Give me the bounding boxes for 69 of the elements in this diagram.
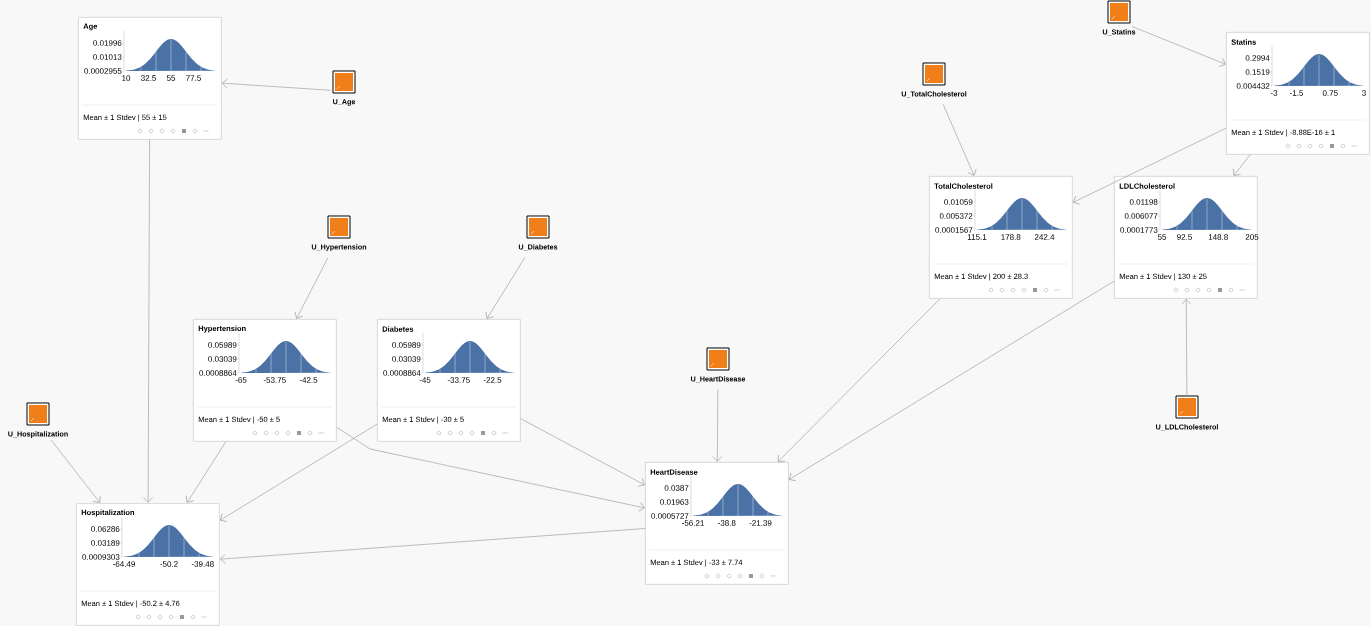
arrow — [221, 78, 332, 91]
tick-label: 0.03039 — [392, 356, 421, 362]
tick-label: 0.1519 — [1245, 69, 1270, 75]
tick-label: 205 — [1245, 234, 1259, 240]
arrow — [50, 439, 101, 503]
tick-label: 0.0009303 — [82, 554, 120, 560]
arrow — [219, 423, 378, 522]
arrow — [1072, 127, 1227, 205]
tick-label: 0.006077 — [1124, 213, 1158, 219]
arrow — [788, 280, 1115, 482]
tick-label: -22.5 — [483, 377, 502, 383]
arrow — [1181, 298, 1192, 396]
tick-label: 0.0008864 — [383, 370, 421, 376]
arrow — [336, 426, 645, 512]
tick-label: 0.01013 — [93, 54, 122, 60]
tick-label: -21.39 — [749, 520, 772, 526]
tick-label: 0.005372 — [939, 213, 973, 219]
tick-label: 0.75 — [1322, 90, 1338, 96]
tick-label: -65 — [235, 377, 247, 383]
tick-label: 115.1 — [967, 234, 987, 240]
tick-label: 92.5 — [1177, 234, 1192, 240]
tick-label: 0.01996 — [93, 40, 122, 46]
tick-label: -38.8 — [718, 520, 736, 526]
arrow — [942, 104, 977, 176]
arrow — [485, 257, 526, 319]
tick-label: 0.2994 — [1245, 55, 1270, 61]
tick-label: -50.2 — [160, 561, 178, 567]
tick-label: 0.03189 — [91, 540, 120, 546]
arrow — [777, 298, 941, 462]
tick-label: -33.75 — [447, 377, 470, 383]
arrow — [185, 441, 227, 503]
tick-label: 0.0387 — [664, 485, 689, 491]
tick-label: 0.05989 — [208, 342, 237, 348]
arrow — [520, 418, 645, 487]
tick-label: 3 — [1362, 90, 1366, 96]
tick-label: 55 — [1157, 234, 1167, 240]
tick-label: 10 — [122, 75, 131, 81]
tick-label: 0.01059 — [944, 199, 973, 205]
tick-label: -45 — [419, 377, 431, 383]
tick-label: -39.48 — [191, 561, 214, 567]
tick-label: 0.03039 — [208, 356, 237, 362]
tick-label: 0.0001773 — [1120, 227, 1158, 233]
tick-label: -1.5 — [1289, 90, 1304, 96]
tick-label: 0.0002955 — [84, 68, 122, 74]
tick-label: 32.5 — [141, 75, 156, 81]
arrow — [294, 257, 329, 319]
tick-label: 0.06286 — [91, 526, 120, 532]
tick-label: 178.8 — [1001, 234, 1021, 240]
arrow — [1131, 26, 1226, 67]
tick-label: 0.01198 — [1129, 199, 1158, 205]
arrow — [143, 139, 154, 503]
tick-label: 0.0008864 — [199, 370, 237, 376]
tick-label: -64.49 — [113, 561, 135, 567]
tick-label: 77.5 — [186, 75, 201, 81]
tick-label: 0.0005727 — [651, 513, 689, 519]
tick-label: 0.01963 — [660, 499, 689, 505]
tick-label: 242.4 — [1034, 234, 1055, 240]
tick-label: -53.75 — [263, 377, 286, 383]
arrow — [219, 528, 646, 564]
arrow — [1233, 154, 1251, 176]
tick-label: 0.004432 — [1236, 83, 1270, 89]
tick-label: -42.5 — [299, 377, 318, 383]
tick-label: -56.21 — [682, 520, 704, 526]
tick-label: 55 — [166, 75, 176, 81]
tick-label: 148.8 — [1208, 234, 1228, 240]
tick-label: -3 — [1270, 90, 1278, 96]
tick-label: 0.05989 — [392, 342, 421, 348]
tick-label: 0.0001567 — [935, 227, 973, 233]
arrow — [712, 389, 723, 462]
